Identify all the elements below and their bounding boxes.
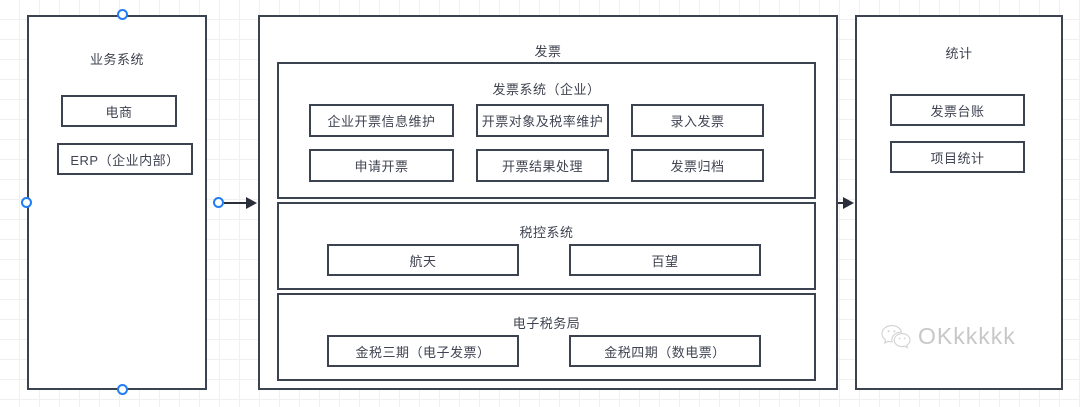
node-baiwang[interactable]: 百望: [569, 244, 761, 276]
group-electronic-tax-bureau-title: 电子税务局: [512, 316, 581, 331]
node-invoice-archive[interactable]: 发票归档: [631, 149, 764, 182]
node-golden-tax-phase-4-digital-invoice[interactable]: 金税四期（数电票）: [569, 335, 761, 367]
connector-business-to-invoice-line: [224, 202, 248, 204]
wechat-icon: [881, 325, 911, 349]
selection-handle-left[interactable]: [21, 197, 32, 208]
node-apply-invoice[interactable]: 申请开票: [309, 149, 454, 182]
node-ecommerce[interactable]: 电商: [61, 95, 177, 127]
node-invoice-ledger[interactable]: 发票台账: [890, 94, 1025, 126]
node-invoice-target-and-rate-maintenance[interactable]: 开票对象及税率维护: [476, 104, 609, 137]
selection-handle-top[interactable]: [117, 9, 128, 20]
node-enterprise-invoice-info-maintenance[interactable]: 企业开票信息维护: [309, 104, 454, 137]
node-erp-internal[interactable]: ERP（企业内部）: [57, 143, 193, 175]
group-electronic-tax-bureau[interactable]: 电子税务局 金税三期（电子发票） 金税四期（数电票）: [277, 293, 816, 381]
selection-handle-bottom[interactable]: [117, 384, 128, 395]
panel-statistics[interactable]: 统计 发票台账 项目统计 OKkkkkk: [855, 15, 1063, 390]
node-invoice-result-processing[interactable]: 开票结果处理: [476, 149, 609, 182]
group-tax-control-system[interactable]: 税控系统 航天 百望: [277, 202, 816, 290]
panel-business-system[interactable]: 业务系统 电商 ERP（企业内部）: [27, 15, 207, 390]
panel-statistics-title: 统计: [945, 46, 973, 61]
group-invoice-system-enterprise-title: 发票系统（企业）: [492, 82, 601, 97]
group-tax-control-system-title: 税控系统: [519, 225, 574, 240]
node-project-statistics[interactable]: 项目统计: [890, 141, 1025, 173]
connector-invoice-to-statistics-arrow: [843, 197, 854, 209]
panel-invoice[interactable]: 发票 发票系统（企业） 企业开票信息维护 开票对象及税率维护 录入发票 申请开票…: [258, 15, 838, 390]
node-aerospace[interactable]: 航天: [327, 244, 519, 276]
group-invoice-system-enterprise[interactable]: 发票系统（企业） 企业开票信息维护 开票对象及税率维护 录入发票 申请开票 开票…: [277, 62, 816, 199]
watermark: OKkkkkk: [881, 323, 1016, 350]
panel-business-system-title: 业务系统: [89, 52, 144, 67]
node-enter-invoice[interactable]: 录入发票: [631, 104, 764, 137]
selection-handle-right[interactable]: [213, 197, 224, 208]
node-golden-tax-phase-3-electronic-invoice[interactable]: 金税三期（电子发票）: [327, 335, 519, 367]
watermark-text: OKkkkkk: [918, 323, 1016, 349]
panel-invoice-title: 发票: [534, 44, 562, 59]
connector-business-to-invoice-arrow: [246, 197, 257, 209]
